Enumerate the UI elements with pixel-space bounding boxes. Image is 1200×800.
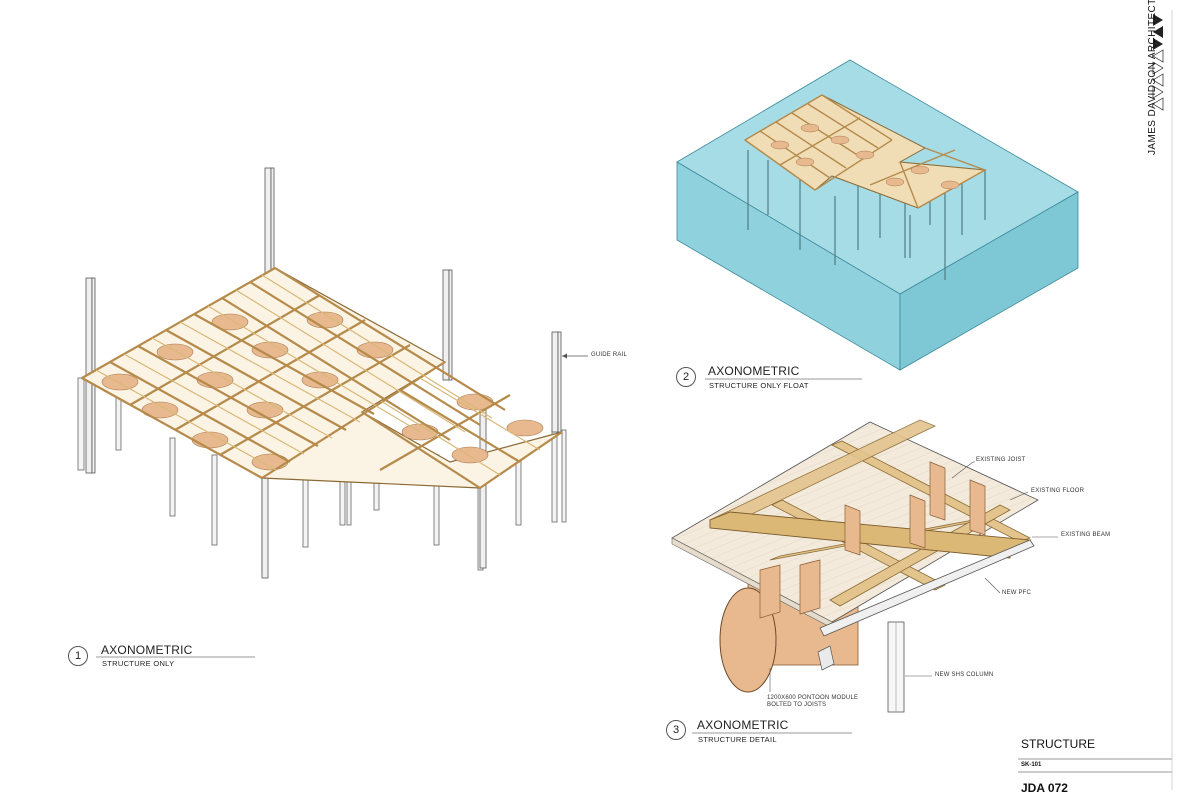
firm-name: JAMES DAVIDSON ARCHITECT [1127, 0, 1158, 165]
view-2-subtitle: STRUCTURE ONLY FLOAT [709, 381, 809, 390]
view-1-title: AXONOMETRIC [101, 643, 193, 657]
existing-joist-label: EXISTING JOIST [976, 457, 1026, 463]
view-3-title: AXONOMETRIC [697, 718, 789, 732]
existing-beam-label: EXISTING BEAM [1061, 532, 1111, 538]
drawing-title: STRUCTURE [1021, 737, 1095, 751]
guide-rail-label: GUIDE RAIL [591, 352, 628, 358]
pontoon-label-line-1: 1200X600 PONTOON MODULE [767, 695, 859, 701]
view-3-number: 3 [666, 720, 686, 740]
existing-floor-label: EXISTING FLOOR [1031, 488, 1085, 494]
view-3-axonometric-drawing [671, 419, 1039, 713]
view-1-number: 1 [68, 646, 88, 666]
job-number: JDA 072 [1021, 781, 1068, 795]
view-1-timber-bearers [95, 274, 541, 476]
view-3-subtitle: STRUCTURE DETAIL [698, 735, 777, 744]
view-1-timber-joists [81, 267, 563, 489]
firm-logo [1152, 14, 1164, 111]
view-1-axonometric-drawing [77, 167, 567, 579]
new-shs-column-label: NEW SHS COLUMN [935, 672, 994, 678]
view-2-axonometric-drawing [676, 59, 1079, 371]
water-right [899, 191, 1079, 371]
view-3-leaders [769, 461, 1058, 692]
view-2-number: 2 [676, 367, 696, 387]
firm-name-text: JAMES DAVIDSON ARCHITECT [1147, 0, 1158, 155]
view-2-title: AXONOMETRIC [708, 364, 800, 378]
sheet-number: SK-101 [1021, 762, 1042, 768]
pontoon-label-line-2: BOLTED TO JOISTS [767, 702, 827, 708]
new-pfc [819, 539, 1035, 637]
view-1-subtitle: STRUCTURE ONLY [102, 659, 175, 668]
new-pfc-label: NEW PFC [1002, 590, 1032, 596]
